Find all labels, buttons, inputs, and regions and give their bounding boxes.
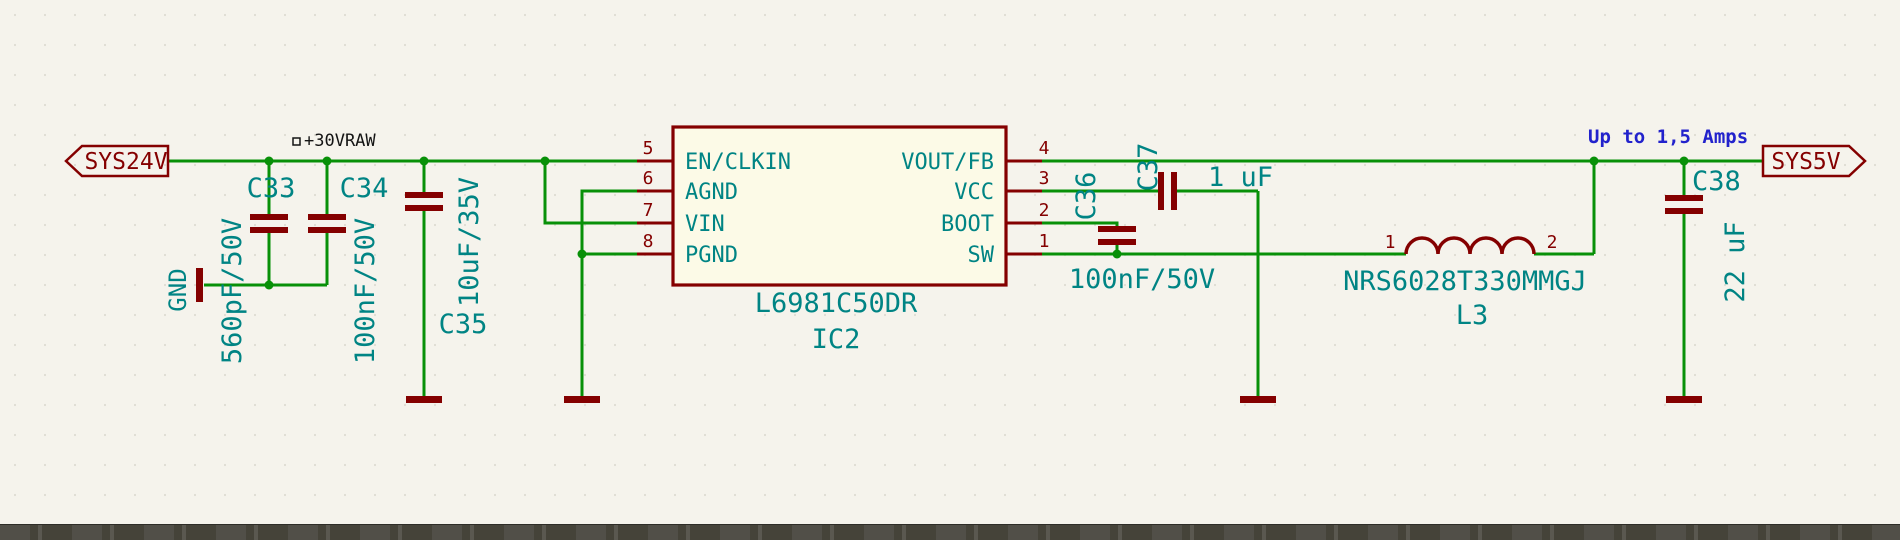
ic-body (671, 125, 1008, 287)
junction-c33[interactable] (264, 156, 274, 166)
c35-value[interactable]: 10uF/35V (454, 177, 485, 307)
c37-reference[interactable]: C37 (1133, 143, 1164, 192)
gnd-bar-icon (564, 396, 600, 403)
c36-value[interactable]: 100nF/50V (1069, 264, 1215, 295)
wire-vin[interactable] (543, 161, 637, 225)
pin-name: PGND (685, 243, 738, 268)
ic2-value[interactable]: L6981C50DR (755, 288, 918, 319)
pin-number: 8 (643, 231, 654, 252)
l3-reference[interactable]: L3 (1456, 300, 1489, 331)
pin-number: 5 (643, 138, 654, 159)
c38-reference[interactable]: C38 (1692, 166, 1741, 197)
cap-plate-icon (405, 192, 443, 198)
capacitor-c33[interactable]: C33 560pF/50V (217, 173, 295, 364)
gnd-symbol-c38[interactable] (1666, 396, 1702, 403)
pin-number: 1 (1039, 231, 1050, 252)
gnd-symbol-left[interactable]: GND (164, 268, 203, 312)
cap-plate-icon (1098, 226, 1136, 232)
junction-c38[interactable] (1679, 156, 1689, 166)
c38-value[interactable]: 22 uF (1720, 221, 1751, 302)
pin-number: 6 (643, 168, 654, 189)
cap-plate-icon (1665, 208, 1703, 214)
gnd-symbol-c35[interactable] (406, 396, 442, 403)
wire-boot[interactable] (1042, 221, 1119, 226)
label-anchor-square (292, 137, 301, 146)
ic2-reference[interactable]: IC2 (812, 324, 861, 355)
gnd-symbol-c37[interactable] (1240, 396, 1276, 403)
sys24v-label-text: SYS24V (84, 149, 167, 175)
c34-value[interactable]: 100nF/50V (350, 218, 381, 364)
pin-name: AGND (685, 180, 738, 205)
gnd-bar-icon (196, 268, 203, 302)
cap-plate-icon (1158, 172, 1164, 210)
junction-c33-gnd[interactable] (264, 280, 274, 290)
pin-name: VOUT/FB (901, 150, 994, 175)
cap-plate-icon (250, 227, 288, 233)
l3-pin2-number: 2 (1547, 232, 1558, 253)
sys5v-label-text: SYS5V (1771, 149, 1840, 175)
pin-name: BOOT (941, 212, 994, 237)
net-label-30vraw[interactable]: +30VRAW (292, 131, 376, 151)
gnd-bar-icon (1240, 396, 1276, 403)
cap-plate-icon (405, 205, 443, 211)
l3-value[interactable]: NRS6028T330MMGJ (1343, 266, 1587, 297)
c33-value[interactable]: 560pF/50V (217, 218, 248, 364)
pin-name: EN/CLKIN (685, 150, 791, 175)
pin-number: 4 (1039, 138, 1050, 159)
c37-value[interactable]: 1 uF (1208, 162, 1273, 193)
cap-plate-icon (308, 227, 346, 233)
wire-agnd[interactable] (580, 189, 637, 254)
gnd-label-text: GND (164, 268, 192, 311)
ic2-symbol[interactable]: 5 6 7 8 4 3 2 1 EN/CLKIN AGND VIN PGND V… (637, 125, 1050, 355)
current-note-text[interactable]: Up to 1,5 Amps (1588, 126, 1748, 148)
cap-plate-icon (250, 214, 288, 220)
taskbar-edge (0, 524, 1900, 540)
pin-name: VIN (685, 212, 725, 237)
c33-reference[interactable]: C33 (247, 173, 296, 204)
cap-plate-icon (1098, 239, 1136, 245)
pin-name: VCC (954, 180, 994, 205)
junction-c34[interactable] (322, 156, 332, 166)
gnd-symbol-ic[interactable] (564, 396, 600, 403)
cap-plate-icon (1665, 195, 1703, 201)
pin-number: 7 (643, 200, 654, 221)
inductor-l3[interactable]: 1 2 NRS6028T330MMGJ L3 (1343, 232, 1587, 331)
junction-c36-sw[interactable] (1112, 249, 1122, 259)
junction-c35[interactable] (419, 156, 429, 166)
pin-number: 2 (1039, 200, 1050, 221)
l3-pin1-number: 1 (1385, 232, 1396, 253)
cap-plate-icon (308, 214, 346, 220)
junction-dots (264, 156, 1689, 290)
global-label-sys24v[interactable]: SYS24V (64, 144, 170, 178)
pin-number: 3 (1039, 168, 1050, 189)
junction-l3-vout[interactable] (1589, 156, 1599, 166)
junction-vin[interactable] (540, 156, 550, 166)
gnd-bar-icon (406, 396, 442, 403)
c36-reference[interactable]: C36 (1071, 172, 1102, 221)
cap-plate-icon (1171, 172, 1177, 210)
inductor-coil-icon (1404, 236, 1536, 255)
sys24v-label-outline (64, 144, 170, 178)
c34-reference[interactable]: C34 (340, 173, 389, 204)
gnd-bar-icon (1666, 396, 1702, 403)
sys5v-label-outline (1761, 144, 1867, 178)
capacitor-c35[interactable]: C35 10uF/35V (405, 177, 487, 340)
capacitor-c38[interactable]: C38 22 uF (1665, 166, 1751, 303)
pin-name: SW (968, 243, 995, 268)
capacitor-c36[interactable]: C36 100nF/50V (1069, 172, 1215, 295)
wires (168, 159, 1763, 398)
vraw-label-text: +30VRAW (304, 131, 376, 151)
global-label-sys5v[interactable]: SYS5V (1761, 144, 1867, 178)
c35-reference[interactable]: C35 (439, 309, 488, 340)
capacitor-c34[interactable]: C34 100nF/50V (308, 173, 388, 364)
capacitor-c37[interactable]: C37 1 uF (1133, 143, 1273, 210)
junction-agnd-pgnd[interactable] (577, 249, 587, 259)
